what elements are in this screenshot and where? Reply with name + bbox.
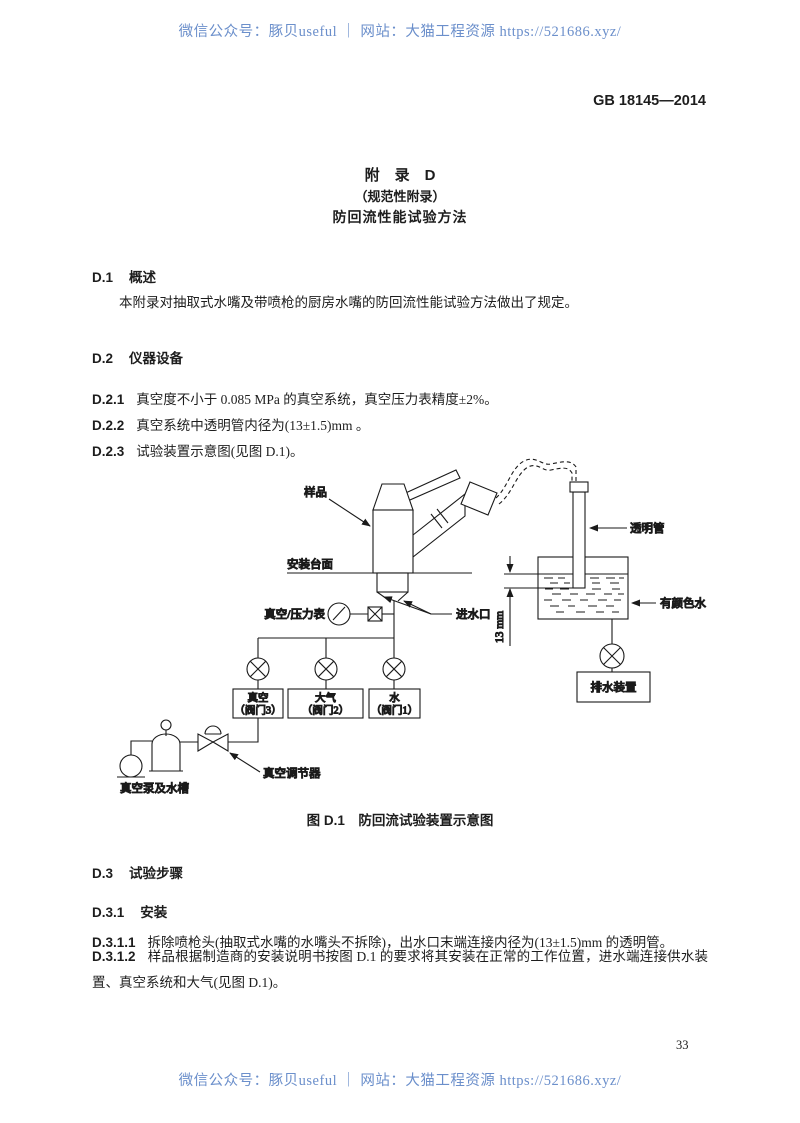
section-d31-heading: D.3.1 安装 [92,901,167,921]
valve-vacuum-label-1: 真空 [248,691,269,704]
pullout-hose [495,458,577,505]
faucet-sample [372,469,498,602]
vacuum-gauge-label: 真空/压力表 [264,607,325,621]
drain-branch: 排水装置 [576,619,651,703]
doc-number: GB 18145—2014 [593,93,706,109]
section-d2-number: D.2 [92,351,114,366]
valve-air-label-2: （阀门2） [302,704,349,717]
valve-water-label-2: （阀门1） [371,704,418,717]
clause-d222: D.2.2 真空系统中透明管内径为(13±1.5)mm 。 [92,414,708,434]
appendix-title: 附 录 D [364,167,436,184]
section-d1-heading: D.1 概述 [92,266,156,286]
vacuum-pump-label: 真空泵及水槽 [120,781,189,795]
appendix-name: 防回流性能试验方法 [332,209,468,225]
dimension-13mm: 13 mm [493,556,573,646]
section-d1-number: D.1 [92,270,114,285]
bottom-watermark: 微信公众号：豚贝useful ｜ 网站：大猫工程资源 https://52168… [178,1073,622,1089]
clause-number: D.3.1.2 [92,949,136,964]
vacuum-pump-tank [117,719,198,778]
counter-top-label: 安装台面 [287,557,333,571]
valve-vacuum-icon [246,657,270,689]
clause-number: D.2.2 [92,418,125,433]
section-d31-title: 安装 [140,905,168,920]
valve-vacuum-box: 真空 （阀门3） [232,688,284,719]
section-d31-number: D.3.1 [92,905,125,920]
drain-device-label: 排水装置 [591,680,637,694]
valve-air-box: 大气 （阀门2） [287,688,364,719]
page-number: 33 [676,1038,689,1052]
section-d2-heading: D.2 仪器设备 [92,347,183,367]
section-d1-title: 概述 [129,270,157,285]
section-d1-body: 本附录对抽取式水嘴及带喷枪的厨房水嘴的防回流性能试验方法做出了规定。 [119,295,578,310]
clause-text: 拆除喷枪头(抽取式水嘴的水嘴头不拆除)，出水口末端连接内径为(13±1.5)mm… [147,935,674,950]
clause-text: 真空度不小于 0.085 MPa 的真空系统，真空压力表精度±2%。 [136,392,498,407]
clause-text: 试验装置示意图(见图 D.1)。 [136,444,304,459]
valve-air-icon [314,657,338,689]
clear-tube-label: 透明管 [630,521,665,535]
clause-number: D.3.1.1 [92,935,136,950]
colored-water-label: 有颜色水 [660,596,706,610]
vacuum-regulator-icon [197,718,259,752]
top-watermark: 微信公众号：豚贝useful ｜ 网站：大猫工程资源 https://52168… [178,24,622,40]
sample-label: 样品 [304,485,327,499]
valve-vacuum-label-2: （阀门3） [234,704,281,717]
water-inlet-label: 进水口 [456,608,491,621]
figure-d1-schematic: 安装台面 样品 透明管 有颜色水 13 mm 排水装置 [117,458,707,796]
clause-number: D.2.1 [92,392,125,407]
valve-water-icon [382,657,406,689]
valve-water-box: 水 （阀门1） [368,688,421,719]
section-d3-heading: D.3 试验步骤 [92,862,183,882]
inlet-piping [257,601,395,658]
dimension-label: 13 mm [494,611,506,643]
clause-d221: D.2.1 真空度不小于 0.085 MPa 的真空系统，真空压力表精度±2%。 [92,388,708,408]
clause-d223: D.2.3 试验装置示意图(见图 D.1)。 [92,440,708,460]
clause-number: D.2.3 [92,444,125,459]
drain-device-box [576,671,651,703]
section-d3-number: D.3 [92,866,114,881]
pump-icon [119,754,143,778]
vacuum-regulator-label: 真空调节器 [263,766,321,780]
sprayer-head [460,481,498,516]
transparent-tube [569,481,589,589]
appendix-subtitle: （规范性附录） [354,189,446,204]
clause-text: 样品根据制造商的安装说明书按图 D.1 的要求将其安装在正常的工作位置，进水端连… [92,949,708,990]
section-d3-title: 试验步骤 [129,866,184,881]
colored-water-dashes [544,577,624,613]
section-d2-title: 仪器设备 [129,351,184,366]
clause-d3111: D.3.1.1 拆除喷枪头(抽取式水嘴的水嘴头不拆除)，出水口末端连接内径为(13… [92,931,708,951]
clause-text: 真空系统中透明管内径为(13±1.5)mm 。 [136,418,370,433]
figure-caption: 图 D.1 防回流试验装置示意图 [306,813,494,828]
valve-water-label-1: 水 [389,692,400,704]
valve-air-label-1: 大气 [315,691,336,704]
